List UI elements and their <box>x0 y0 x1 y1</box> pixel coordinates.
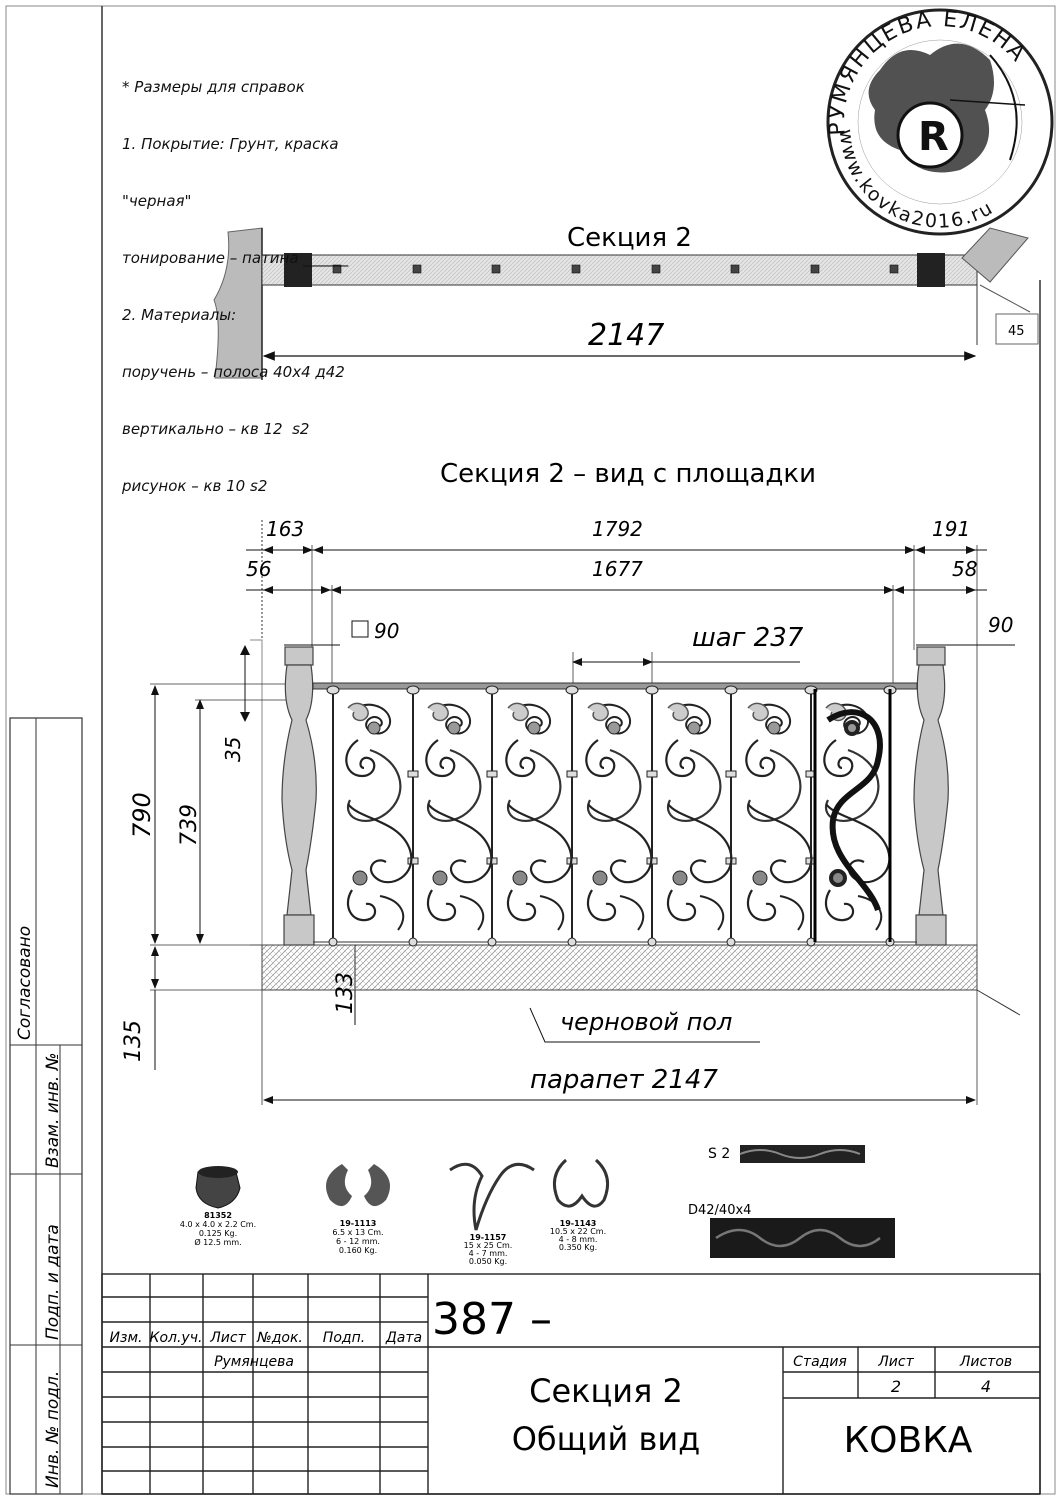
drawing-notes: * Размеры для справок 1. Покрытие: Грунт… <box>122 40 348 515</box>
tb-company: КОВКА <box>844 1420 973 1461</box>
dim-right-top: 191 <box>932 517 970 541</box>
catalog-code-3: 19-1157 <box>470 1233 507 1242</box>
side-agreed: Согласовано <box>15 926 35 1040</box>
dim-left-top: 163 <box>266 517 304 541</box>
dim-gap: 35 <box>221 737 245 762</box>
catalog-line-1-2: 0.125 Kg. <box>199 1229 237 1238</box>
catalog-line-3-1: 15 x 25 Cm. <box>464 1241 513 1250</box>
dim-left-bottom: 56 <box>246 557 271 581</box>
stamp-letter: R <box>918 114 949 160</box>
catalog-line-2-2: 6 - 12 mm. <box>336 1237 380 1246</box>
profile-d42-label: D42/40x4 <box>688 1203 751 1218</box>
tb-title-2: Общий вид <box>512 1420 701 1458</box>
dim-center-top: 1792 <box>592 517 643 541</box>
catalog-code-1: 81352 <box>204 1211 232 1220</box>
catalog-line-3-3: 0.050 Kg. <box>469 1257 507 1266</box>
left-post <box>281 646 317 946</box>
dim-center-bottom: 1677 <box>592 557 643 581</box>
tb-sheets: 4 <box>981 1377 991 1396</box>
tb-sheet: 2 <box>891 1377 901 1396</box>
dim-floor-135: 135 <box>121 1020 146 1062</box>
dim-step: шаг 237 <box>692 623 804 653</box>
note-line: 1. Покрытие: Грунт, краска <box>122 135 339 153</box>
catalog-line-1-3: Ø 12.5 mm. <box>194 1237 241 1247</box>
catalog-line-2-3: 0.160 Kg. <box>339 1246 377 1255</box>
tb-header-izm: Изм. <box>110 1330 143 1346</box>
dim-height-total: 790 <box>128 792 156 838</box>
dim-post-left: 90 <box>374 619 399 643</box>
note-line: "черная" <box>122 192 192 210</box>
parapet-label: парапет 2147 <box>530 1065 718 1095</box>
catalog-line-4-1: 10.5 x 22 Cm. <box>550 1227 606 1236</box>
catalog-line-2-1: 6.5 x 13 Cm. <box>332 1228 383 1237</box>
dim-post-right: 90 <box>988 613 1013 637</box>
tb-title-1: Секция 2 <box>529 1372 683 1410</box>
side-sign-date: Подп. и дата <box>43 1224 63 1340</box>
doc-number: 387 – <box>432 1294 552 1345</box>
floor-label: черновой пол <box>560 1008 732 1036</box>
note-line: тонирование – патина ______ <box>122 249 349 267</box>
dim-right-bottom: 58 <box>952 557 977 581</box>
note-line: рисунок – кв 10 s2 <box>122 477 268 495</box>
catalog-line-3-2: 4 - 7 mm. <box>469 1249 508 1258</box>
tb-author: Румянцева <box>214 1354 294 1370</box>
right-post <box>913 646 949 946</box>
catalog-line-1-1: 4.0 x 4.0 x 2.2 Cm. <box>180 1220 256 1229</box>
tb-header-doc: №док. <box>256 1330 303 1346</box>
tb-header-date: Дата <box>385 1330 422 1346</box>
plan-title: Секция 2 <box>567 223 692 253</box>
catalog-code-4: 19-1143 <box>560 1219 597 1228</box>
note-line: * Размеры для справок <box>122 78 305 96</box>
side-inv-podl: Инв. № подл. <box>43 1371 63 1488</box>
catalog-code-2: 19-1113 <box>340 1219 377 1228</box>
tb-header-kol: Кол.уч. <box>150 1330 203 1346</box>
note-line: вертикально – кв 12 s2 <box>122 420 310 438</box>
elevation-title: Секция 2 – вид с площадки <box>440 459 816 489</box>
tb-header-list: Лист <box>209 1330 246 1346</box>
plan-length: 2147 <box>588 318 664 353</box>
tb-sheets-label: Листов <box>959 1354 1012 1370</box>
tb-sheet-label: Лист <box>877 1354 914 1370</box>
side-inv-vzam: Взам. инв. № <box>43 1053 63 1168</box>
profile-s2-label: S 2 <box>708 1146 730 1162</box>
plan-angle: 45 <box>1008 324 1025 339</box>
note-line: 2. Материалы: <box>122 306 237 324</box>
note-line: поручень – полоса 40х4 д42 <box>122 363 345 381</box>
dim-height-inner: 739 <box>177 804 202 846</box>
dim-floor-133: 133 <box>333 972 358 1014</box>
tb-header-podp: Подп. <box>323 1330 365 1346</box>
catalog-line-4-2: 4 - 8 mm. <box>559 1235 598 1244</box>
catalog-line-4-3: 0.350 Kg. <box>559 1243 597 1252</box>
tb-stage-label: Стадия <box>793 1354 847 1370</box>
